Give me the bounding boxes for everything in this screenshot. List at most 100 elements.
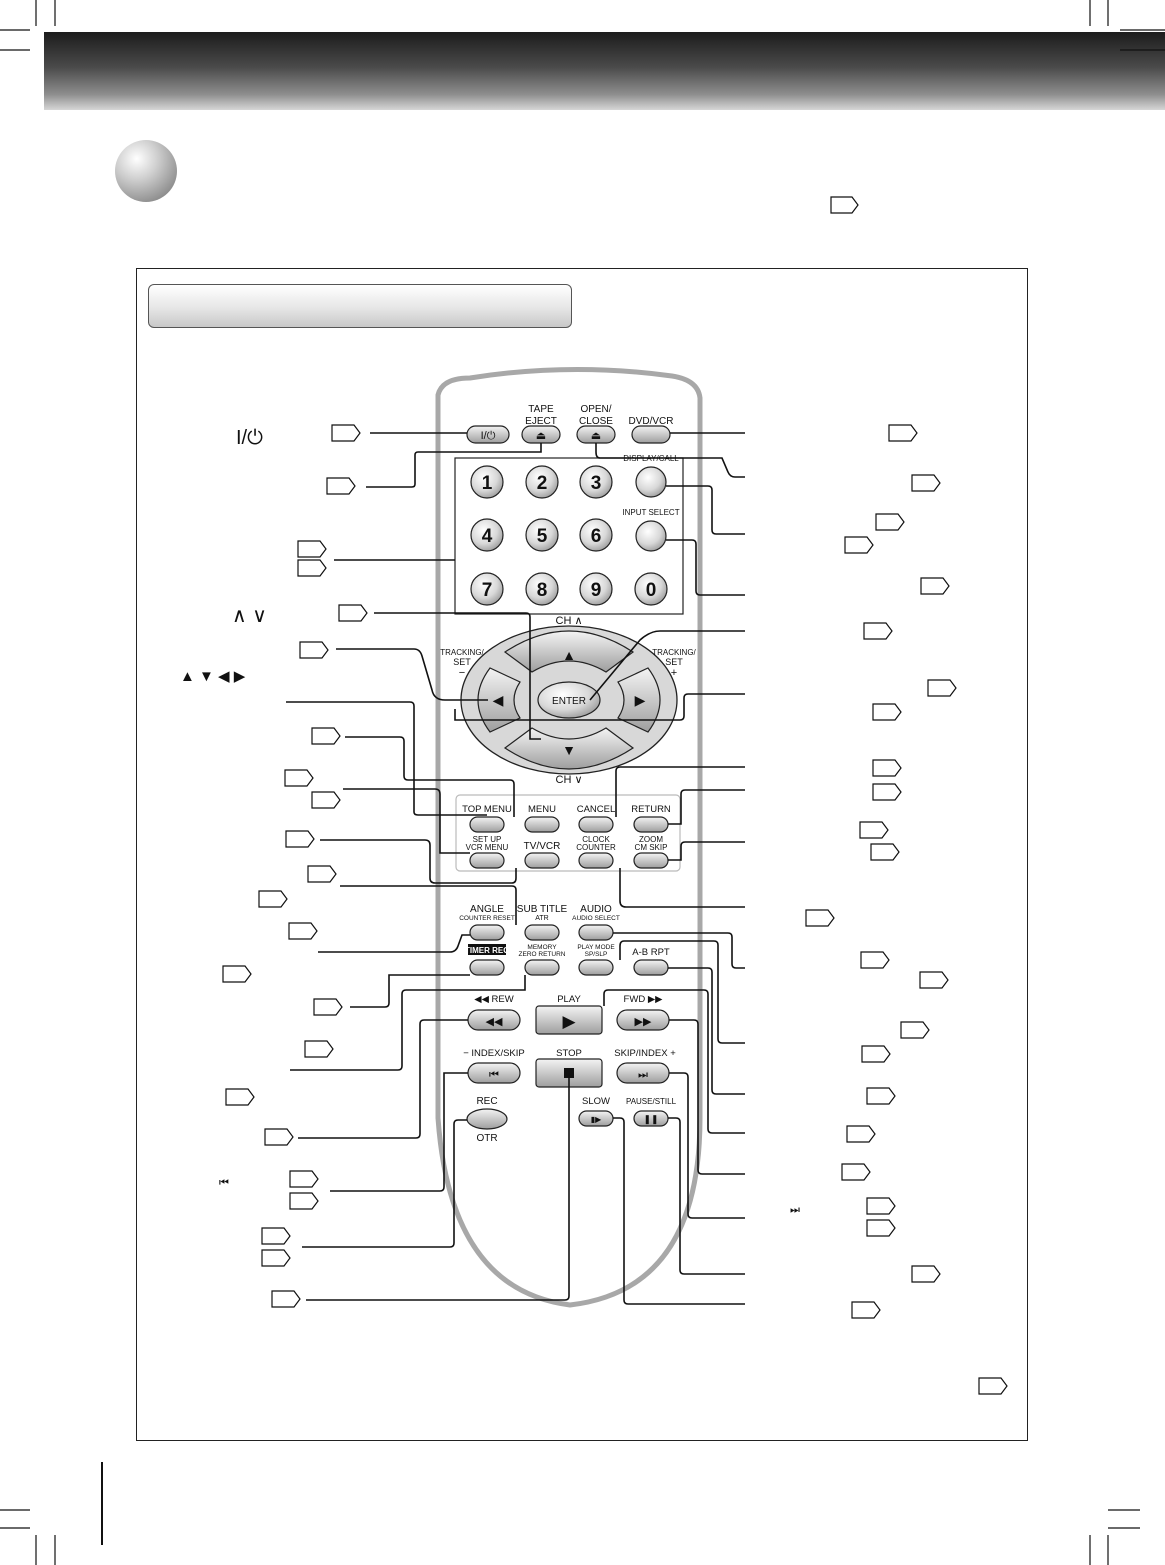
number-key-4[interactable]: [470, 518, 504, 552]
clock-counter-button[interactable]: [578, 852, 614, 869]
ref-box-left-6: [299, 641, 329, 659]
stop-label: STOP: [556, 1048, 582, 1059]
number-key-8[interactable]: [525, 572, 559, 606]
power-button[interactable]: [466, 425, 510, 444]
play-icon: ▶: [562, 1012, 576, 1031]
number-key-5[interactable]: [525, 518, 559, 552]
ref-box-left-1: [331, 424, 361, 442]
timer-rec-button[interactable]: [469, 959, 505, 976]
ref-box-right-20: [841, 1163, 871, 1181]
ref-box-right-19: [846, 1125, 876, 1143]
angle-button[interactable]: [469, 924, 505, 941]
subtitle-label-2: ATR: [535, 915, 548, 922]
memory-zero-return-button[interactable]: [524, 959, 560, 976]
rew-icon: ◀◀: [486, 1016, 503, 1028]
number-key-6[interactable]: [579, 518, 613, 552]
memory-label-1: MEMORY: [527, 944, 557, 951]
ref-box-right-7: [927, 679, 957, 697]
clock-counter-label-1: CLOCK: [582, 835, 610, 844]
rew-label: ◀◀ REW: [474, 994, 513, 1005]
left-reference-boxes: [222, 424, 368, 1308]
top-menu-button[interactable]: [469, 816, 505, 833]
ref-box-left-22: [261, 1249, 291, 1267]
play-mode-button[interactable]: [578, 959, 614, 976]
skip-fwd-icon: ⏭: [638, 1069, 648, 1081]
input-select-button[interactable]: [635, 520, 667, 552]
play-button[interactable]: [535, 1005, 603, 1035]
play-mode-label-1: PLAY MODE: [577, 944, 615, 951]
ref-box-right-21: [866, 1197, 896, 1215]
number-key-5-label: 5: [537, 526, 548, 547]
audio-button[interactable]: [578, 924, 614, 941]
dvd-vcr-label: DVD/VCR: [628, 416, 673, 427]
rec-otr-button[interactable]: [466, 1108, 508, 1130]
number-key-9[interactable]: [579, 572, 613, 606]
main-frame: [136, 268, 1028, 1441]
number-key-9-label: 9: [591, 580, 602, 601]
ref-box-left-5: [338, 604, 368, 622]
dvd-vcr-button[interactable]: [631, 425, 671, 444]
ref-box-right-10: [872, 783, 902, 801]
slow-label: SLOW: [582, 1096, 610, 1107]
number-key-4-label: 4: [482, 526, 493, 547]
ch-down-label: CH ∨: [556, 774, 583, 786]
ref-box-left-8: [284, 769, 314, 787]
tracking-minus-button[interactable]: [477, 667, 521, 733]
zoom-cm-skip-button[interactable]: [633, 852, 669, 869]
number-key-1-label: 1: [482, 473, 493, 494]
ref-box-right-6: [863, 622, 893, 640]
ref-box-right-2: [911, 474, 941, 492]
enter-button[interactable]: [537, 681, 601, 719]
ref-box-right-13: [805, 909, 835, 927]
otr-label: OTR: [476, 1133, 497, 1144]
power-symbol-text: I/⏻: [236, 427, 263, 449]
cancel-button[interactable]: [578, 816, 614, 833]
menu-button-frame: [455, 794, 681, 872]
ref-box-left-14: [222, 965, 252, 983]
play-label: PLAY: [557, 994, 581, 1005]
ref-box-left-10: [285, 830, 315, 848]
return-button[interactable]: [633, 816, 669, 833]
header-band: [44, 32, 1165, 110]
number-keys: 1 2 3 4 5 6 7 8 9 0: [470, 465, 668, 606]
ref-box-right-9: [872, 759, 902, 777]
timer-rec-badge: [468, 944, 506, 955]
setup-label-2: VCR MENU: [466, 843, 509, 852]
ref-box-left-17: [225, 1088, 255, 1106]
subtitle-button[interactable]: [524, 924, 560, 941]
left-arrow: ◀: [493, 692, 504, 708]
number-key-6-label: 6: [591, 526, 602, 547]
zoom-label-2: CM SKIP: [635, 843, 668, 852]
top-menu-label: TOP MENU: [462, 804, 512, 815]
ch-arrows-text: ∧ ∨: [232, 605, 267, 627]
setup-vcr-menu-button[interactable]: [469, 852, 505, 869]
ref-box-left-23: [271, 1290, 301, 1308]
audio-label-2: AUDIO SELECT: [572, 915, 620, 922]
number-key-2-label: 2: [537, 473, 548, 494]
number-key-3[interactable]: [579, 465, 613, 499]
tracking-left-label-3: −: [459, 667, 465, 679]
number-key-7[interactable]: [470, 572, 504, 606]
angle-label-1: ANGLE: [470, 904, 504, 915]
number-key-2[interactable]: [525, 465, 559, 499]
display-call-button[interactable]: [635, 466, 667, 498]
cursor-arrows-text: ▲ ▼ ◀ ▶: [180, 668, 246, 685]
tracking-plus-button[interactable]: [617, 667, 661, 733]
tv-vcr-button[interactable]: [524, 852, 560, 869]
a-b-rpt-button[interactable]: [633, 959, 669, 976]
ref-box-left-2: [326, 477, 356, 495]
ref-box-right-23: [911, 1265, 941, 1283]
ref-box-left-18: [264, 1128, 294, 1146]
clock-counter-label-2: COUNTER: [576, 843, 616, 852]
number-key-1[interactable]: [470, 465, 504, 499]
ref-box-left-21: [261, 1227, 291, 1245]
number-key-0[interactable]: [634, 572, 668, 606]
tracking-left-label-2: SET: [453, 657, 471, 667]
ch-up-button[interactable]: [503, 630, 635, 673]
timer-rec-label: TIMER REC: [465, 946, 509, 955]
menu-button[interactable]: [524, 816, 560, 833]
fwd-icon: ▶▶: [635, 1016, 652, 1028]
ref-box-right-4: [844, 536, 874, 554]
